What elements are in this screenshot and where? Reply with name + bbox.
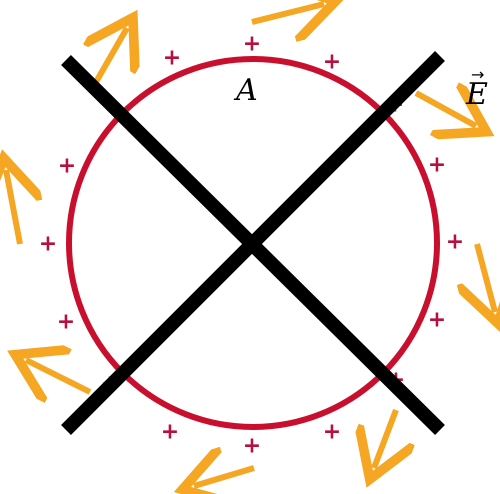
charge-plus-1: + [243,32,261,57]
charge-plus-6: + [428,308,446,333]
field-label: → E [465,65,488,112]
cross-out-mark [61,51,445,435]
charge-plus-5: + [446,230,464,255]
charge-plus-2: + [323,50,341,75]
charge-plus-8: + [323,420,341,445]
point-label: A [233,73,258,108]
field-arrow-2 [96,28,127,84]
field-vector-mark: → [471,65,484,84]
charge-plus-12: + [57,310,75,335]
field-arrow-4 [6,170,20,245]
field-arrow-6 [26,360,92,392]
field-arrow-5 [477,243,495,312]
closed-loop [66,56,440,430]
cross-line-2 [61,51,445,435]
field-arrows [6,4,495,486]
charge-plus-14: + [58,154,76,179]
charge-plus-10: + [161,420,179,445]
charge-plus-13: + [39,232,57,257]
charge-plus-4: + [428,153,446,178]
field-symbol: E [465,77,488,112]
field-arrow-7 [374,408,396,468]
charge-plus-9: + [243,434,261,459]
field-arrow-8 [194,468,255,486]
field-arrow-3 [414,93,476,126]
charge-plus-16: + [163,46,181,71]
field-arrow-1 [251,4,324,22]
